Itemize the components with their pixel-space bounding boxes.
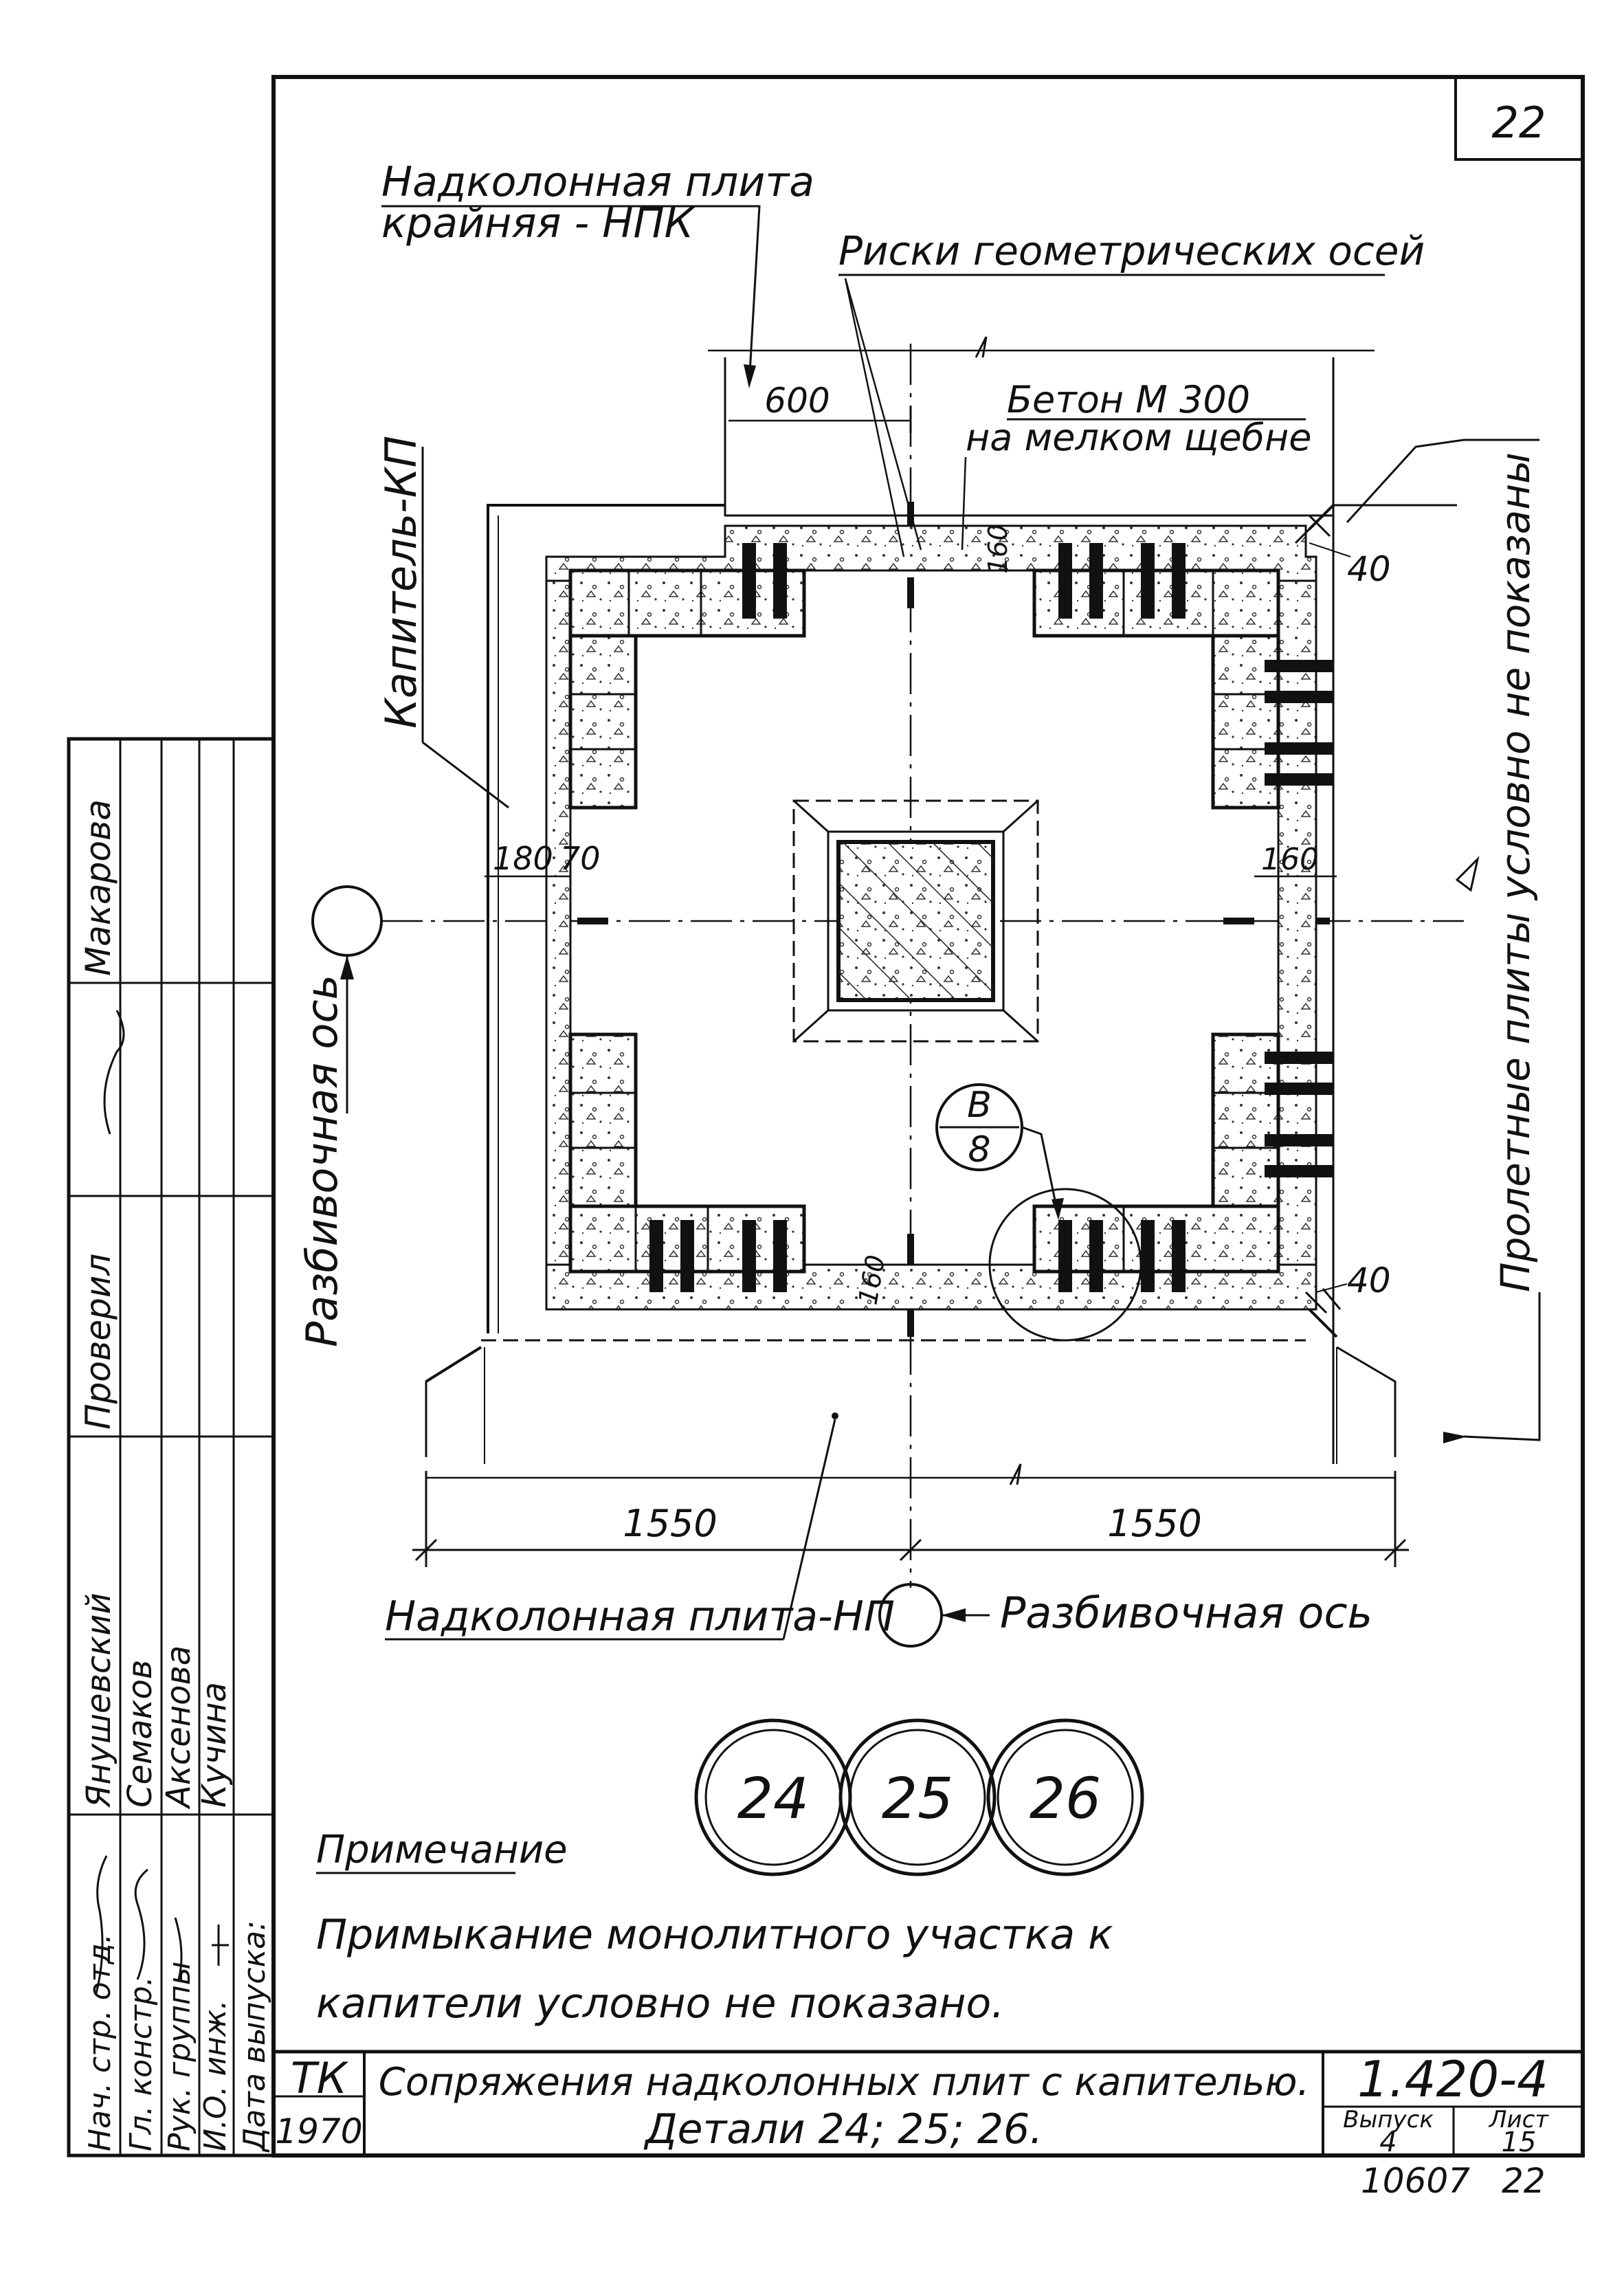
capital-corner-bottom-left (568, 1032, 806, 1292)
capital-corner-top-left (568, 543, 806, 810)
label-npk-line2: крайняя - НПК (381, 199, 696, 247)
page-number: 22 (1492, 98, 1546, 148)
page-number-box (1454, 76, 1584, 161)
column (792, 799, 1039, 1043)
side-stamp: Нач. стр. отд. Гл. констр. Рук. группы И… (67, 737, 276, 2158)
np-outline-right (1336, 1346, 1397, 1457)
dim-40-bottom: 40 (1347, 1261, 1391, 1300)
signature-2 (134, 1868, 148, 1980)
stamp-org: ТК (291, 2053, 349, 2103)
dim-180: 180 (493, 840, 553, 877)
callout-bottom: 8 (968, 1129, 990, 1171)
label-npk-line1: Надколонная плита (381, 158, 814, 206)
dim-1550-left: 1550 (623, 1502, 717, 1545)
dim-1550-right: 1550 (1107, 1502, 1201, 1545)
code-2: 22 (1502, 2161, 1546, 2201)
label-razb-bottom: Разбивочная ось (1000, 1588, 1372, 1638)
detail-25: 25 (882, 1766, 953, 1832)
stamp-issue-value: 4 (1379, 2127, 1397, 2158)
stamp-issue-label: Выпуск (1343, 2106, 1434, 2133)
role-1: Нач. стр. отд. (82, 1933, 118, 2151)
axis-marks (577, 502, 1330, 1337)
name-1: Янушевский (80, 1593, 118, 1808)
label-beton-line1: Бетон М 300 (1007, 378, 1250, 421)
signature-3 (174, 1917, 183, 1980)
detail-26: 26 (1030, 1766, 1101, 1832)
name-3: Аксенова (159, 1645, 198, 1810)
detail-markers: 24 25 26 (694, 1718, 1144, 1876)
label-risks: Риски геометрических осей (838, 228, 1425, 274)
code-1: 10607 (1361, 2161, 1470, 2201)
signature-4 (212, 1925, 229, 1966)
name-2: Семаков (121, 1660, 159, 1808)
checked-label: Проверил (78, 1254, 118, 1430)
axis-bubble-left (311, 885, 383, 957)
title-block: ТК 1970 Сопряжения надколонных плит с ка… (271, 2050, 1585, 2158)
dim-40-top: 40 (1347, 549, 1391, 589)
date-label: Дата выпуска: (237, 1920, 272, 2153)
callout-top: В (967, 1085, 992, 1126)
stamp-series: 1.420-4 (1357, 2050, 1548, 2108)
signature-checker (103, 1010, 125, 1135)
label-beton-line2: на мелком щебне (966, 416, 1312, 459)
stamp-sheet-label: Лист (1488, 2106, 1549, 2133)
label-proletnye: Пролетные плиты условно не показаны (1492, 452, 1539, 1292)
label-np: Надколонная плита-НП (385, 1593, 895, 1641)
signature-1 (95, 1855, 108, 1994)
dim-160-right: 160 (1261, 842, 1319, 877)
role-2: Гл. констр. (124, 1976, 159, 2151)
stamp-year: 1970 (275, 2111, 362, 2151)
dim-160-top: 160 (983, 524, 1013, 574)
capital-corner-bottom-right (1032, 1032, 1333, 1292)
stamp-sheet-value: 15 (1502, 2127, 1537, 2158)
detail-24: 24 (737, 1766, 809, 1832)
capital-corner-top-right (1032, 543, 1333, 810)
capital-outline-top-left (487, 504, 725, 1333)
stamp-title-line1: Сопряжения надколонных плит с капителью. (379, 2060, 1310, 2105)
note-title: Примечание (316, 1828, 568, 1872)
label-razb-left: Разбивочная ось (297, 975, 347, 1347)
detail-zone-circle (988, 1188, 1142, 1342)
role-4: И.О. инж. (198, 2000, 233, 2152)
note-line-2: капители условно не показано. (316, 1980, 1004, 2028)
label-kp: Капитель-КП (376, 436, 426, 729)
dim-70: 70 (560, 840, 601, 877)
stamp-title-line2: Детали 24; 25; 26. (643, 2105, 1043, 2153)
dim-600: 600 (764, 381, 830, 421)
checker-name: Макарова (78, 799, 118, 976)
role-3: Рук. группы (162, 1962, 197, 2151)
note-line-1: Примыкание монолитного участка к (316, 1911, 1113, 1959)
name-4: Кучина (195, 1682, 234, 1808)
